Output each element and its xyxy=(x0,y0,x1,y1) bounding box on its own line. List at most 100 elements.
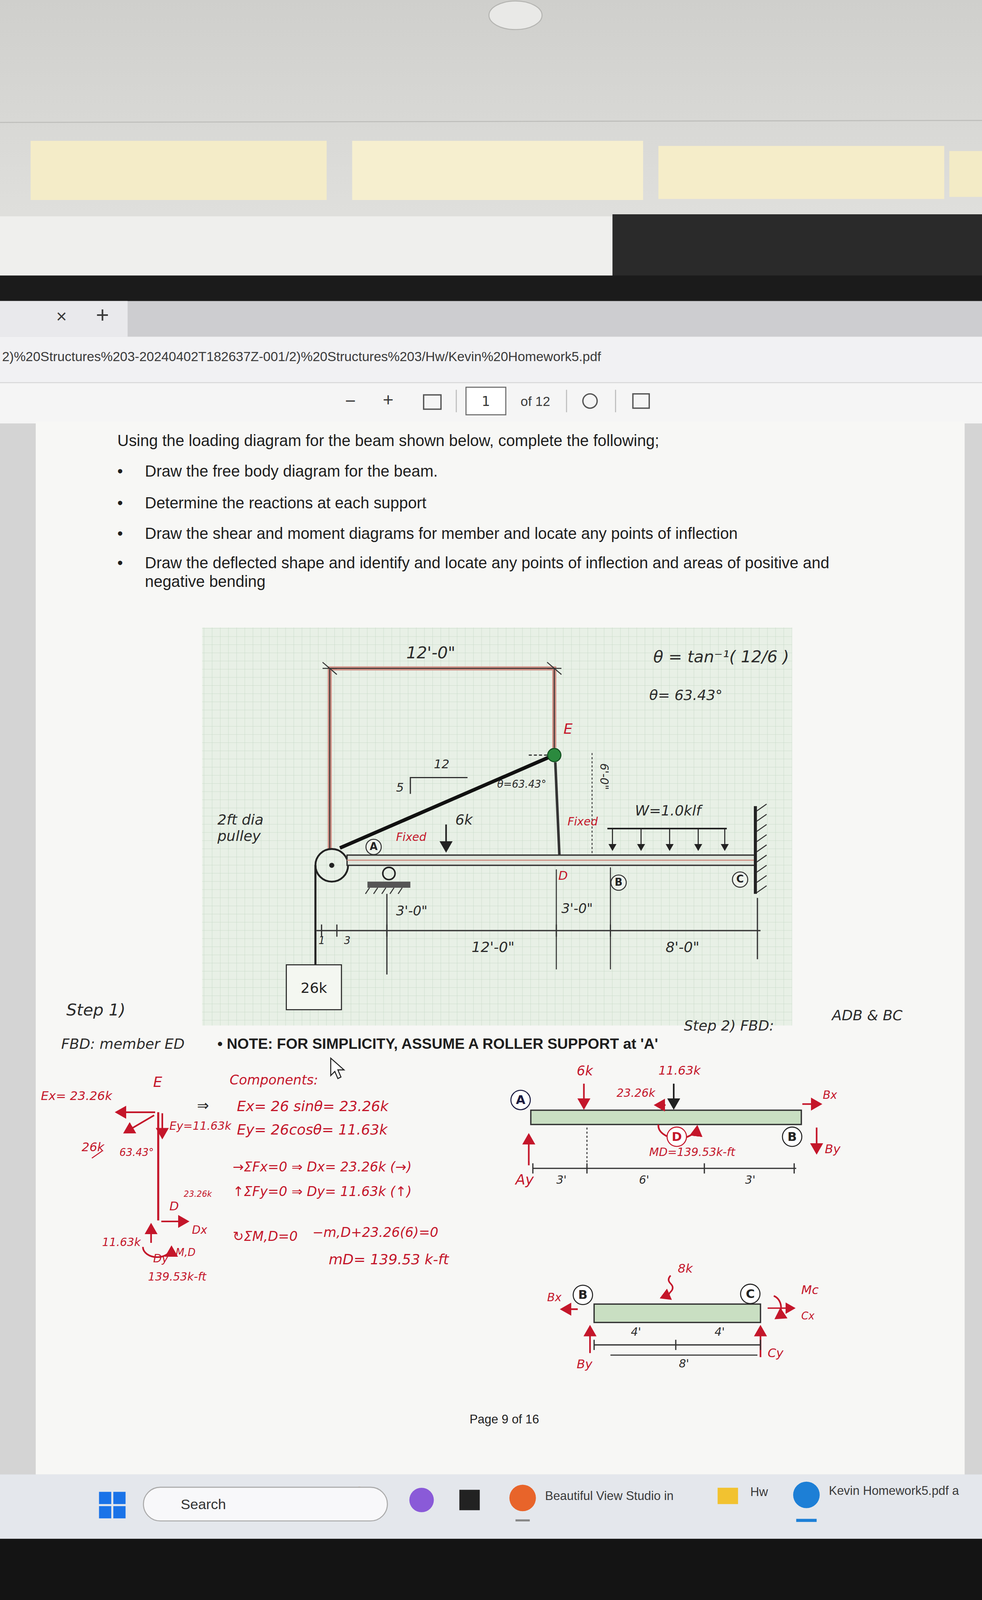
handwritten-note: 12 xyxy=(433,758,450,773)
red-annotation: Ex= 26 sinθ= 23.26k xyxy=(236,1097,389,1115)
red-annotation: By xyxy=(824,1142,841,1157)
handwritten-note: 8' xyxy=(678,1358,690,1372)
red-annotation: MD=139.53k-ft xyxy=(649,1146,736,1160)
handwritten-note: 3' xyxy=(556,1174,567,1188)
document-text: • xyxy=(117,493,123,513)
red-annotation: 23.26k xyxy=(183,1189,212,1200)
ui-text: Kevin Homework5.pdf a xyxy=(828,1484,959,1499)
red-annotation: Ex= 23.26k xyxy=(40,1089,113,1104)
red-annotation: ↻ΣM,D=0 xyxy=(232,1229,298,1245)
handwritten-note: 12'-0" xyxy=(471,938,515,956)
point-circle: B xyxy=(572,1284,593,1305)
handwritten-note: 3'-0" xyxy=(395,903,428,919)
handwritten-note: θ=63.43° xyxy=(497,778,547,791)
red-annotation: mD= 139.53 k-ft xyxy=(328,1251,449,1268)
handwritten-note: 8'-0" xyxy=(665,938,700,956)
red-annotation: 11.63k xyxy=(101,1236,141,1250)
red-annotation: Cx xyxy=(801,1310,815,1323)
document-text: Determine the reactions at each support xyxy=(144,493,427,513)
red-annotation: Mc xyxy=(801,1283,819,1298)
red-annotation: Components: xyxy=(229,1073,319,1089)
red-annotation: 6k xyxy=(576,1064,594,1080)
support-circle: A xyxy=(365,838,382,856)
red-annotation: 26k xyxy=(81,1140,105,1155)
handwritten-note: 6'-0" xyxy=(596,762,610,790)
ui-text: + xyxy=(96,301,110,328)
document-text: Using the loading diagram for the beam s… xyxy=(117,431,660,450)
red-annotation: E xyxy=(153,1073,163,1090)
handwritten-note: FBD: member ED xyxy=(61,1035,185,1052)
point-circle: A xyxy=(510,1089,531,1110)
red-annotation: Ey= 26cosθ= 11.63k xyxy=(236,1121,388,1138)
document-text: Draw the shear and moment diagrams for m… xyxy=(144,524,738,543)
ui-text: + xyxy=(382,389,394,411)
handwritten-note: W=1.0klf xyxy=(634,801,702,819)
handwritten-note: 4' xyxy=(630,1326,642,1340)
node-label: B xyxy=(614,877,623,888)
handwritten-note: Step 2) FBD: xyxy=(684,1017,775,1034)
red-annotation: 139.53k-ft xyxy=(147,1271,207,1285)
node-label: Search xyxy=(180,1496,226,1511)
red-annotation: Fixed xyxy=(395,831,427,845)
handwritten-note: 4' xyxy=(714,1326,725,1340)
handwritten-note: 5 xyxy=(395,781,404,796)
red-annotation: ↑ΣFy=0 ⇒ Dy= 11.63k (↑) xyxy=(232,1184,412,1200)
red-annotation: Bx xyxy=(822,1089,838,1103)
node-label: D xyxy=(671,1130,683,1143)
weight-box: 26k xyxy=(285,964,343,1011)
red-annotation: 8k xyxy=(677,1262,693,1277)
point-circle: B xyxy=(782,1126,803,1147)
support-circle: C xyxy=(732,871,749,888)
handwritten-note: 6k xyxy=(455,810,473,828)
red-annotation: Dx xyxy=(192,1224,208,1238)
ui-text: 2)%20Structures%203-20240402T182637Z-001… xyxy=(1,349,602,366)
red-annotation: 11.63k xyxy=(658,1064,701,1079)
red-annotation: Ey=11.63k xyxy=(169,1120,232,1134)
ui-text: Hw xyxy=(750,1485,769,1500)
red-annotation: Fixed xyxy=(567,816,598,830)
document-text: Draw the deflected shape and identify an… xyxy=(144,553,880,591)
document-text: Page 9 of 16 xyxy=(469,1412,539,1427)
red-annotation: 63.43° xyxy=(119,1146,154,1159)
document-text: Draw the free body diagram for the beam. xyxy=(144,462,438,481)
node-label: A xyxy=(369,841,378,852)
node-label: 1 xyxy=(481,394,491,408)
red-annotation: Ay xyxy=(515,1171,534,1188)
red-annotation: D xyxy=(169,1199,179,1214)
handwritten-note: 1 xyxy=(318,934,325,947)
red-annotation: 23.26k xyxy=(616,1087,656,1101)
handwritten-note: ADB & BC xyxy=(832,1006,903,1024)
point-circle: D xyxy=(666,1126,687,1147)
red-annotation: →ΣFx=0 ⇒ Dx= 23.26k (→) xyxy=(232,1160,412,1176)
red-annotation: M,D xyxy=(175,1246,196,1259)
document-text: • xyxy=(117,462,123,481)
document-text: • NOTE: FOR SIMPLICITY, ASSUME A ROLLER … xyxy=(217,1035,659,1053)
node-label: C xyxy=(736,874,744,885)
document-text: • xyxy=(117,553,123,573)
ui-text: − xyxy=(345,390,356,412)
handwritten-note: 3'-0" xyxy=(561,901,593,917)
support-circle: B xyxy=(610,874,627,891)
node-label: B xyxy=(787,1130,798,1143)
red-annotation: Dy xyxy=(153,1252,169,1267)
red-annotation: Cy xyxy=(767,1346,784,1361)
handwritten-note: 3' xyxy=(745,1174,756,1188)
red-annotation: By xyxy=(576,1358,593,1373)
handwritten-note: θ = tan⁻¹( 12/6 ) xyxy=(653,647,790,667)
handwritten-note: θ= 63.43° xyxy=(649,686,723,704)
node-label: 26k xyxy=(300,980,328,995)
document-text: • xyxy=(117,524,123,543)
handwritten-note: 2ft dia pulley xyxy=(217,810,300,844)
search-box: Search xyxy=(142,1486,388,1522)
red-annotation: −m,D+23.26(6)=0 xyxy=(312,1225,439,1241)
page-number-box: 1 xyxy=(465,386,507,416)
handwritten-note: ⇒ xyxy=(197,1096,210,1113)
handwritten-note: 12'-0" xyxy=(406,643,456,663)
red-annotation: Bx xyxy=(547,1291,562,1305)
node-label: C xyxy=(745,1287,756,1300)
red-annotation: E xyxy=(563,720,573,737)
node-label: B xyxy=(578,1288,588,1302)
point-circle: C xyxy=(739,1283,761,1304)
